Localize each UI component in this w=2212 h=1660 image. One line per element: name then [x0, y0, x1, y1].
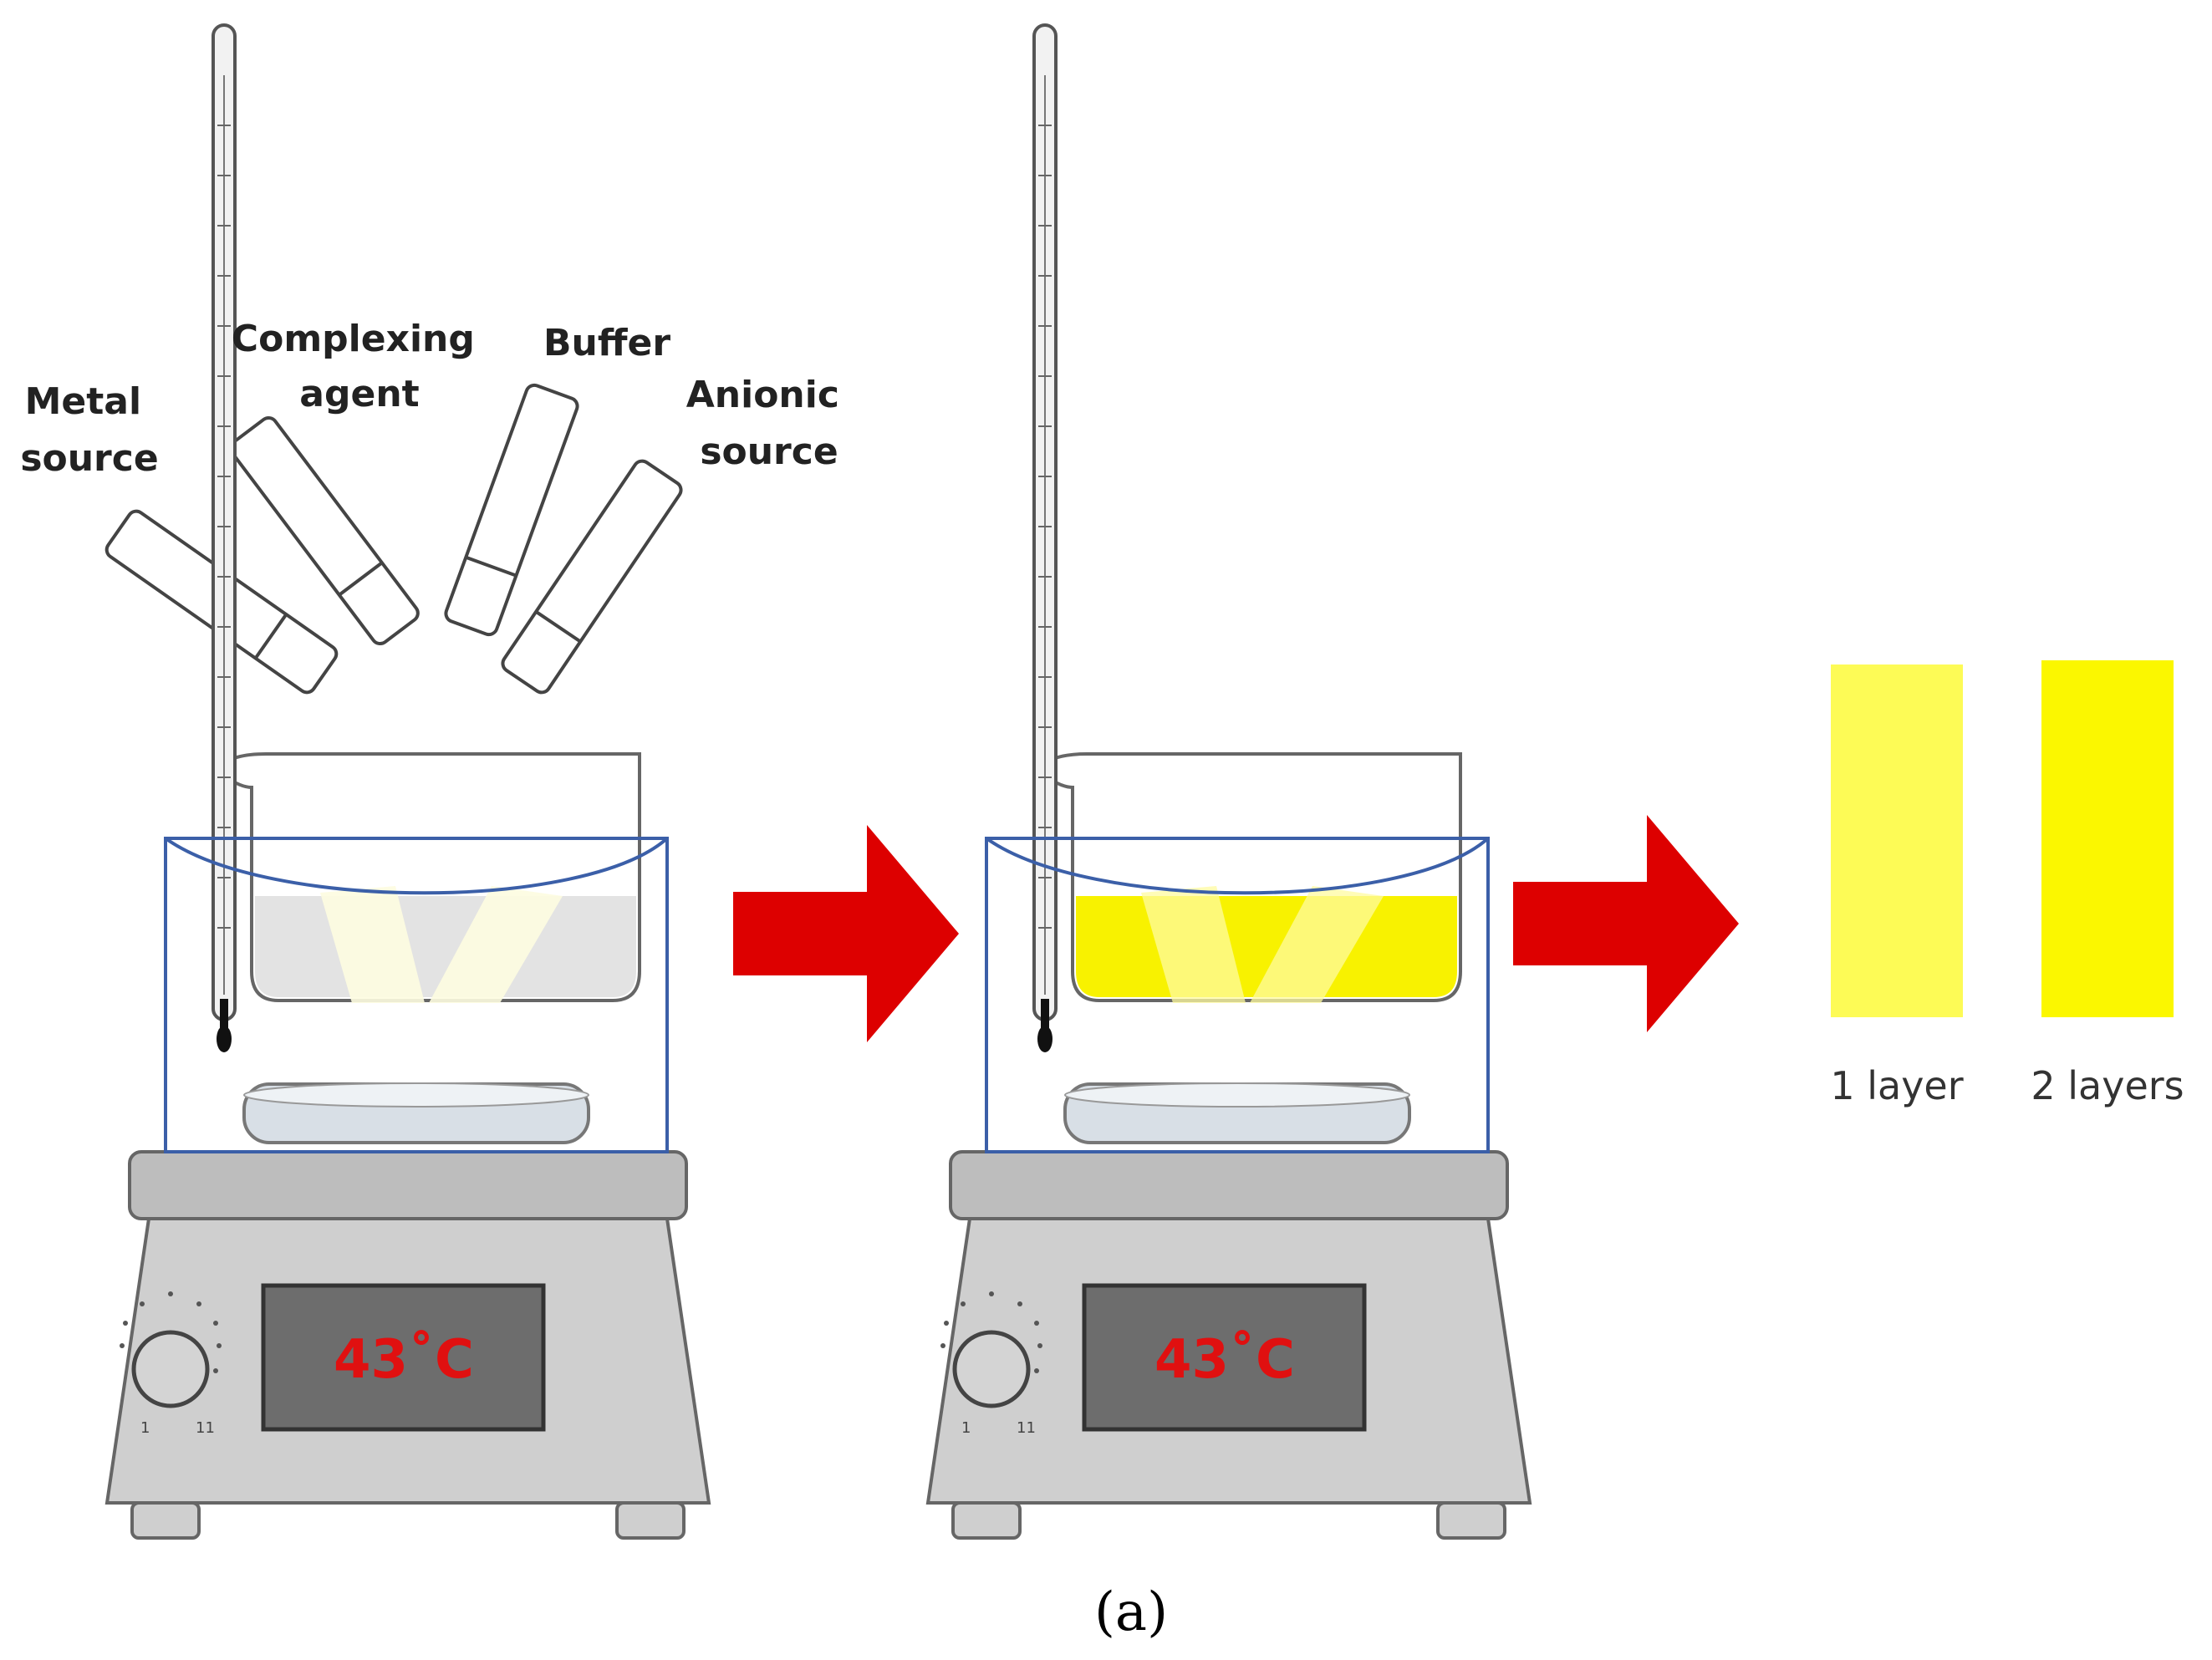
substrate-slide-right [429, 886, 563, 1003]
dial-max-label: 11 [1017, 1419, 1036, 1437]
label-2-layers: 2 layers [2031, 1063, 2184, 1108]
dial-ticks [120, 1291, 222, 1373]
thermometer-2 [1032, 23, 1058, 1054]
figure-caption: (a) [1094, 1581, 1168, 1643]
substrate-slide-left [320, 886, 425, 1003]
label-buffer: Buffer [543, 322, 670, 364]
dial-min-label: 1 [961, 1419, 971, 1437]
water-bath-2 [985, 837, 1490, 1153]
substrate-slide-left [1141, 886, 1246, 1003]
label-metal-source: Metal source [20, 380, 158, 480]
stir-plate-1 [242, 1082, 590, 1144]
stage-2-deposition: 43˚C 1 11 [926, 23, 1532, 1540]
process-arrow-1 [733, 825, 959, 1042]
beaker-2 [1038, 752, 1462, 1003]
water-bath-1 [164, 837, 669, 1153]
stage-1-setup: 43˚C 1 11 [101, 23, 711, 1540]
results-samples: 1 layer 2 layers [1830, 660, 2184, 1108]
temperature-readout: 43˚C [1154, 1329, 1295, 1391]
dial-max-label: 11 [196, 1419, 215, 1437]
stir-plate-2 [1063, 1082, 1411, 1144]
hotplate-1: 43˚C 1 11 [105, 1150, 711, 1540]
substrate-slide-right [1250, 886, 1384, 1003]
process-arrow-2 [1513, 815, 1739, 1032]
beaker-1 [217, 752, 641, 1003]
sample-1-layer [1831, 665, 1963, 1017]
dial-knob [131, 1330, 210, 1408]
temperature-readout: 43˚C [334, 1329, 474, 1391]
label-1-layer: 1 layer [1830, 1063, 1963, 1108]
hotplate-2: 43˚C 1 11 [926, 1150, 1532, 1540]
thermometer-1 [212, 23, 237, 1054]
label-complexing-agent: Complexing agent [232, 318, 487, 415]
label-anionic-source: Anionic source [686, 374, 853, 473]
temperature-display [1082, 1283, 1367, 1432]
dial-knob [952, 1330, 1031, 1408]
dial-ticks [940, 1291, 1042, 1373]
temperature-display [261, 1283, 546, 1432]
sample-2-layers [2041, 660, 2174, 1017]
dial-min-label: 1 [140, 1419, 150, 1437]
